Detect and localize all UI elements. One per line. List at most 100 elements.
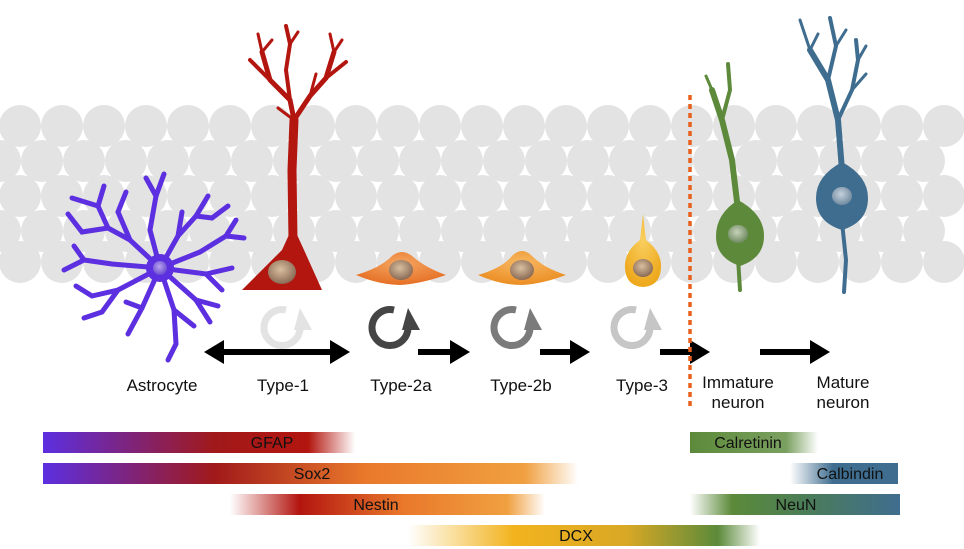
background-circle	[357, 210, 399, 252]
type1-cell	[242, 24, 348, 290]
background-circle	[125, 105, 167, 147]
background-circle	[861, 140, 903, 182]
background-circle	[63, 140, 105, 182]
marker-label-neun: NeuN	[776, 497, 817, 514]
mature-neuron-cell	[798, 16, 868, 294]
background-circle	[777, 210, 819, 252]
background-circle	[41, 105, 83, 147]
background-circle	[881, 105, 923, 147]
marker-bar-calretinin	[690, 432, 818, 453]
marker-bar-gfap	[43, 432, 355, 453]
background-circle	[209, 105, 251, 147]
background-circle	[651, 140, 693, 182]
background-circle	[545, 105, 587, 147]
progression-arrows	[204, 340, 830, 364]
background-circle	[567, 140, 609, 182]
background-circle	[335, 175, 377, 217]
background-circle	[755, 105, 797, 147]
background-circle	[335, 105, 377, 147]
marker-label-sox2: Sox2	[294, 466, 331, 483]
arrow-to-type2b	[418, 340, 470, 364]
type2a-cell	[356, 252, 446, 285]
background-circle	[399, 210, 441, 252]
background-circle	[777, 140, 819, 182]
stage-label-type1: Type-1	[257, 376, 309, 395]
background-circle	[587, 175, 629, 217]
background-circle	[83, 105, 125, 147]
arrow-to-type3	[540, 340, 590, 364]
self-renewal-arrow-type2a	[368, 306, 420, 350]
background-circle	[903, 210, 945, 252]
background-circle	[209, 175, 251, 217]
background-circle	[0, 105, 41, 147]
background-circle	[399, 140, 441, 182]
background-circle	[0, 241, 41, 283]
background-circle	[251, 105, 293, 147]
background-circle	[167, 175, 209, 217]
arrow-to-immature	[660, 340, 710, 364]
type2b-cell	[478, 251, 566, 285]
background-circle	[377, 175, 419, 217]
marker-label-dcx: DCX	[559, 528, 593, 545]
background-circle	[923, 241, 964, 283]
background-circle	[903, 140, 945, 182]
stage-label-type3: Type-3	[616, 376, 668, 395]
stage-label-mature-line1: Mature	[817, 373, 870, 392]
background-circle	[231, 210, 273, 252]
background-circle	[167, 105, 209, 147]
background-circle	[315, 140, 357, 182]
background-circle	[839, 105, 881, 147]
background-circle	[441, 210, 483, 252]
background-circle	[671, 175, 713, 217]
background-circle	[525, 210, 567, 252]
background-circle	[797, 241, 839, 283]
background-circle	[881, 241, 923, 283]
background-circle	[41, 241, 83, 283]
background-circle	[377, 105, 419, 147]
background-circle	[861, 210, 903, 252]
double-arrow-astrocyte-type1	[204, 340, 350, 364]
background-circle	[735, 140, 777, 182]
background-circle	[483, 140, 525, 182]
background-circle	[651, 210, 693, 252]
stage-label-immature-line1: Immature	[702, 373, 774, 392]
background-circle	[21, 140, 63, 182]
background-circle	[21, 210, 63, 252]
stage-label-type2a: Type-2a	[370, 376, 432, 395]
stage-label-astrocyte: Astrocyte	[127, 376, 198, 395]
stage-label-immature-line2: neuron	[712, 393, 765, 412]
background-circle	[797, 105, 839, 147]
marker-label-calretinin: Calretinin	[714, 435, 782, 452]
astrocyte-cell	[61, 171, 247, 363]
background-circle	[923, 175, 964, 217]
marker-label-gfap: GFAP	[251, 435, 294, 452]
background-circle	[41, 175, 83, 217]
background-circle	[503, 105, 545, 147]
self-renewal-arrow-type2b	[490, 306, 542, 350]
background-circle	[0, 140, 21, 182]
stage-label-mature-line2: neuron	[817, 393, 870, 412]
background-circle	[0, 175, 41, 217]
background-circle	[503, 175, 545, 217]
background-circle	[755, 241, 797, 283]
marker-bar-calbindin	[790, 463, 898, 484]
background-circle	[483, 210, 525, 252]
background-circle	[609, 140, 651, 182]
background-circle	[231, 140, 273, 182]
background-circle	[441, 140, 483, 182]
background-circle	[419, 175, 461, 217]
background-circle	[671, 241, 713, 283]
background-circle	[629, 105, 671, 147]
marker-bars: GFAP Sox2 Nestin DCX Calretinin Calbindi…	[43, 432, 900, 546]
background-circle	[755, 175, 797, 217]
self-renewal-arrow-type3	[610, 306, 662, 350]
marker-bar-dcx	[408, 525, 760, 546]
arrow-to-mature	[760, 340, 830, 364]
marker-bar-sox2	[43, 463, 578, 484]
background-circle	[629, 175, 671, 217]
background-circle	[251, 175, 293, 217]
background-circle	[461, 175, 503, 217]
background-circle	[209, 241, 251, 283]
background-circle	[923, 105, 964, 147]
